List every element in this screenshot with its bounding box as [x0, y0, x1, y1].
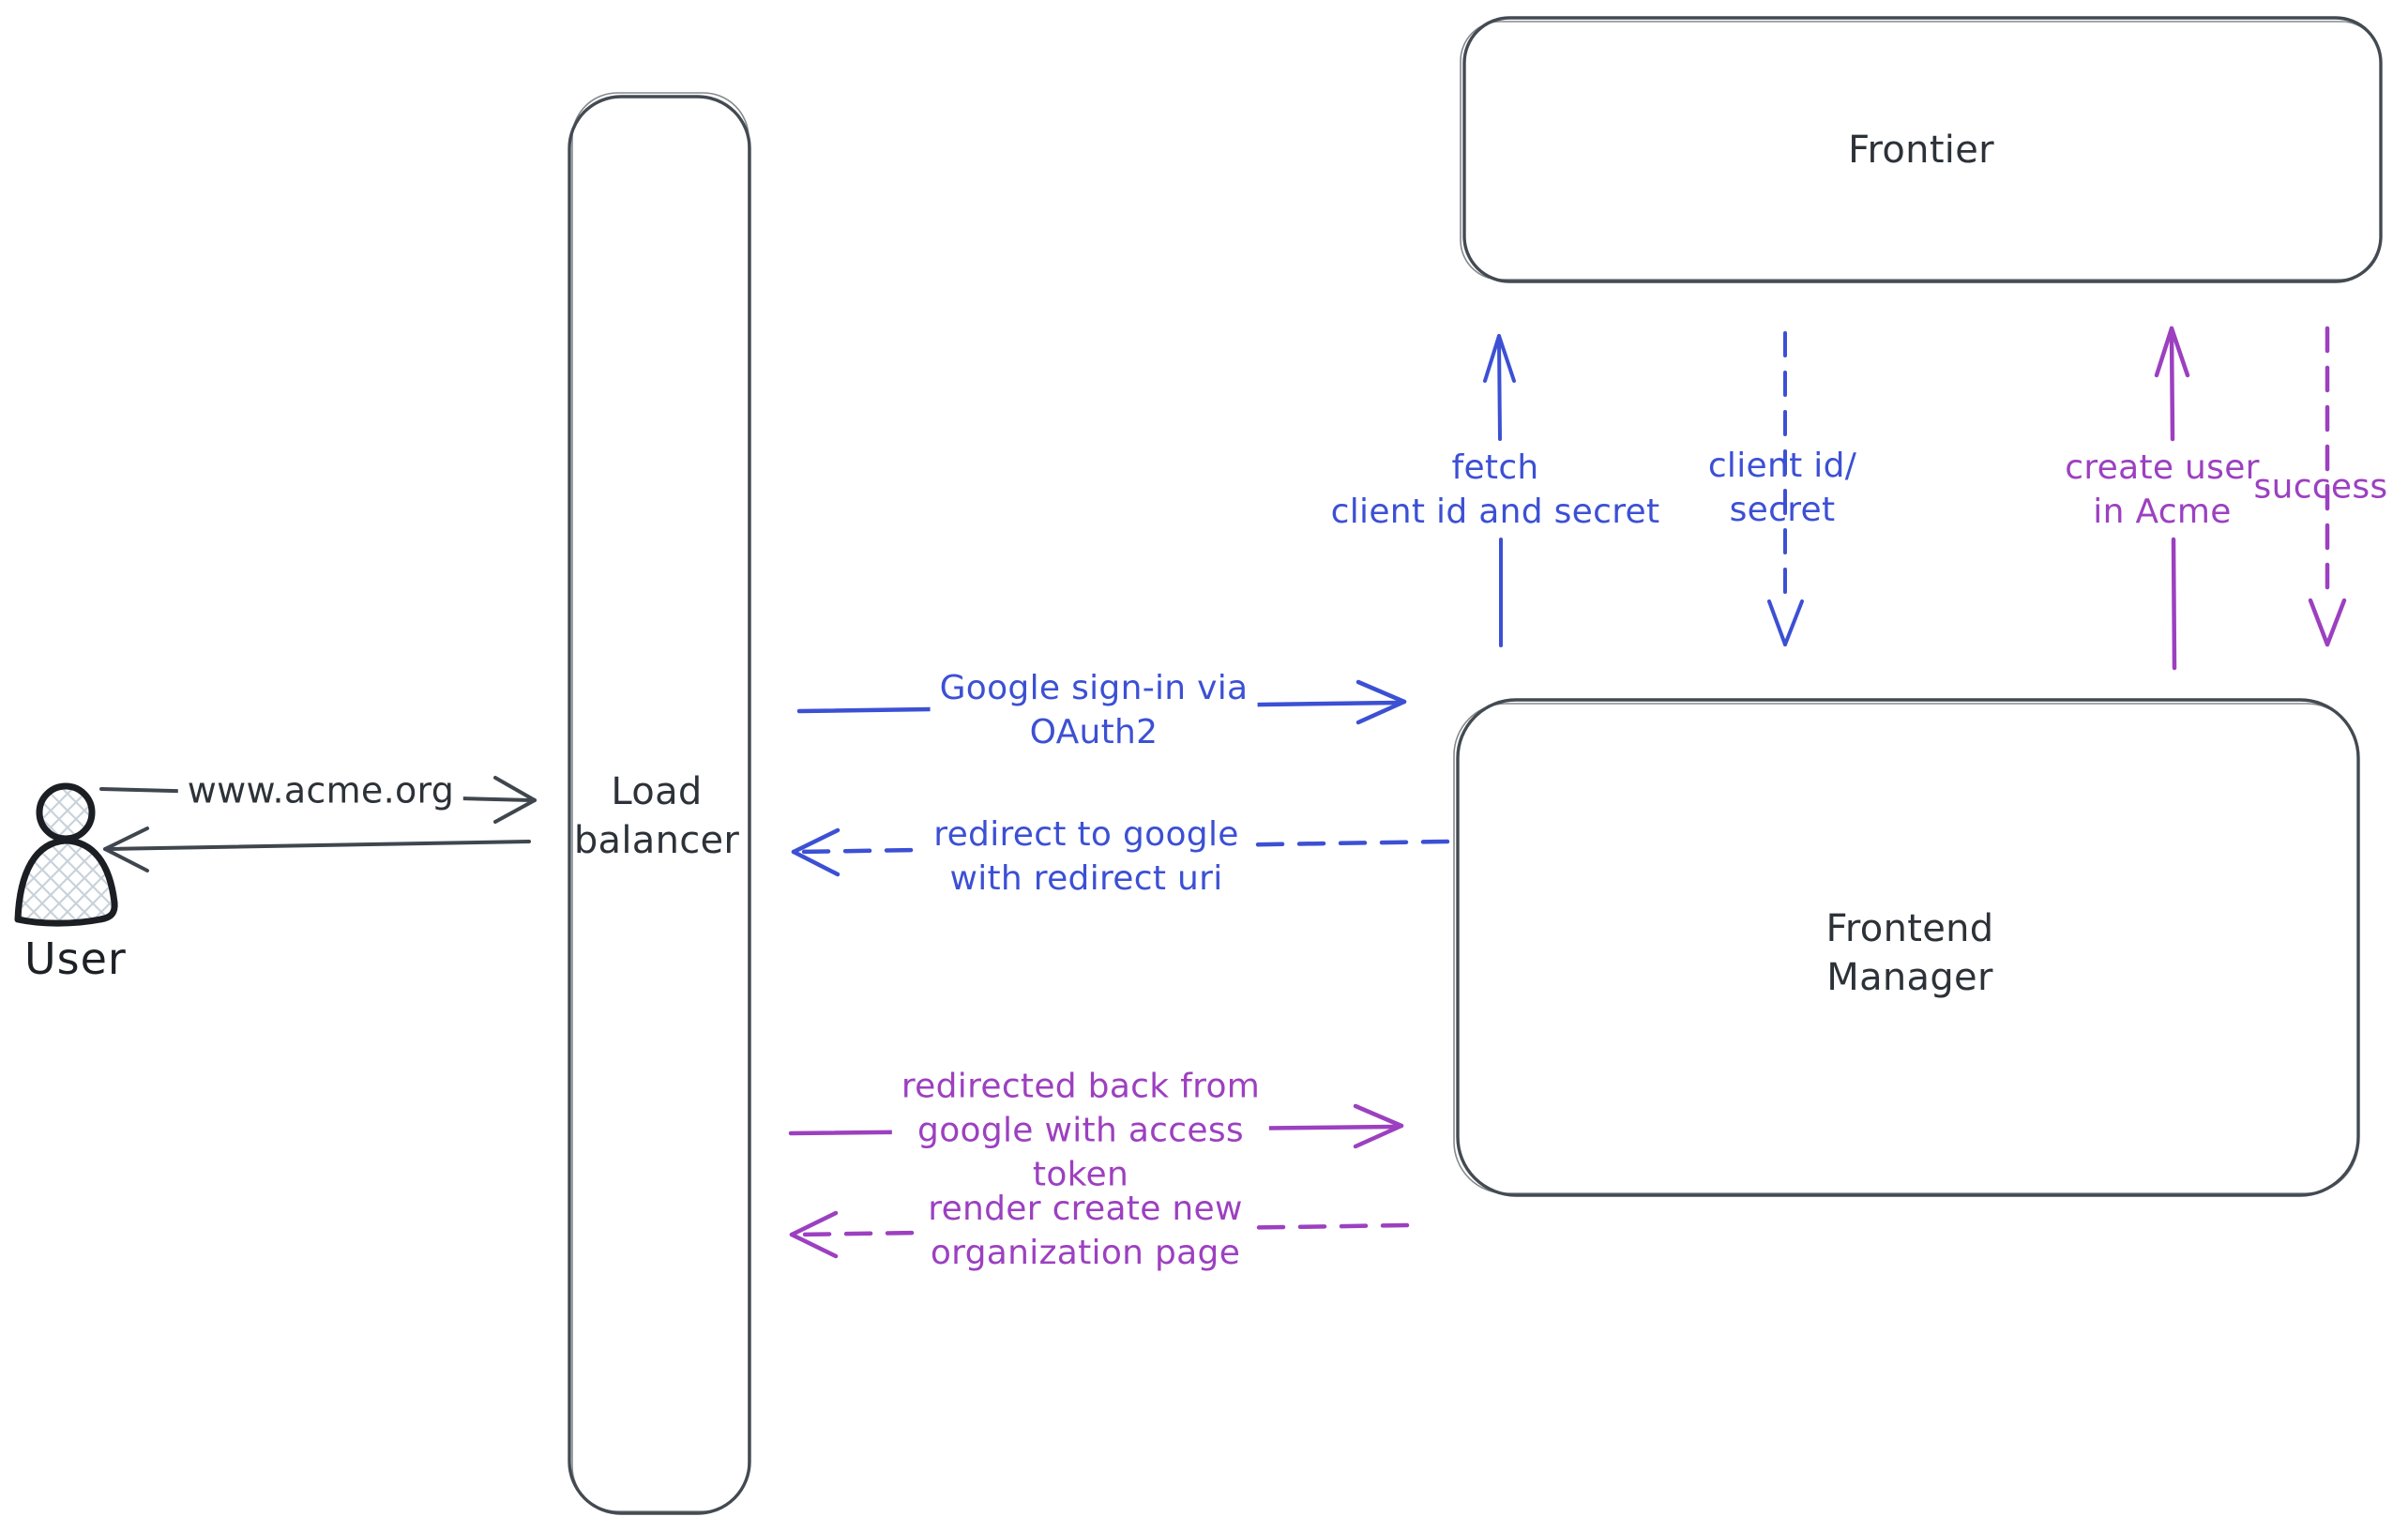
frontend-manager-box: [1453, 698, 2360, 1197]
user-label: User: [24, 933, 127, 984]
success-label: success: [2253, 467, 2388, 507]
create-user-label: create user in Acme: [2055, 446, 2269, 534]
frontend-manager-label: Frontend Manager: [1825, 907, 1994, 999]
arrow-fetch-client-id: [1483, 334, 1516, 647]
arrow-client-id-secret: [1767, 331, 1804, 646]
www-request-label: www.acme.org: [177, 768, 464, 813]
redirected-back-label: redirected back from google with access …: [891, 1064, 1270, 1197]
arrow-success: [2308, 326, 2347, 647]
load-balancer-box: [568, 92, 751, 1515]
fetch-client-id-label: fetch client id and secret: [1321, 446, 1670, 534]
frontier-box: [1460, 16, 2383, 283]
arrow-redirect-to-google: [791, 827, 1450, 877]
render-page-label: render create new organization page: [918, 1187, 1252, 1275]
arrow-response-to-user: [103, 827, 531, 872]
load-balancer-label: Load balancer: [573, 770, 740, 862]
arrow-create-user: [2154, 326, 2190, 671]
google-signin-label: Google sign-in via OAuth2: [930, 666, 1258, 754]
client-id-secret-label: client id/ secret: [1707, 447, 1857, 529]
frontier-label: Frontier: [1848, 129, 1994, 172]
user-icon: [14, 782, 118, 927]
redirect-to-google-label: redirect to google with redirect uri: [924, 812, 1249, 901]
